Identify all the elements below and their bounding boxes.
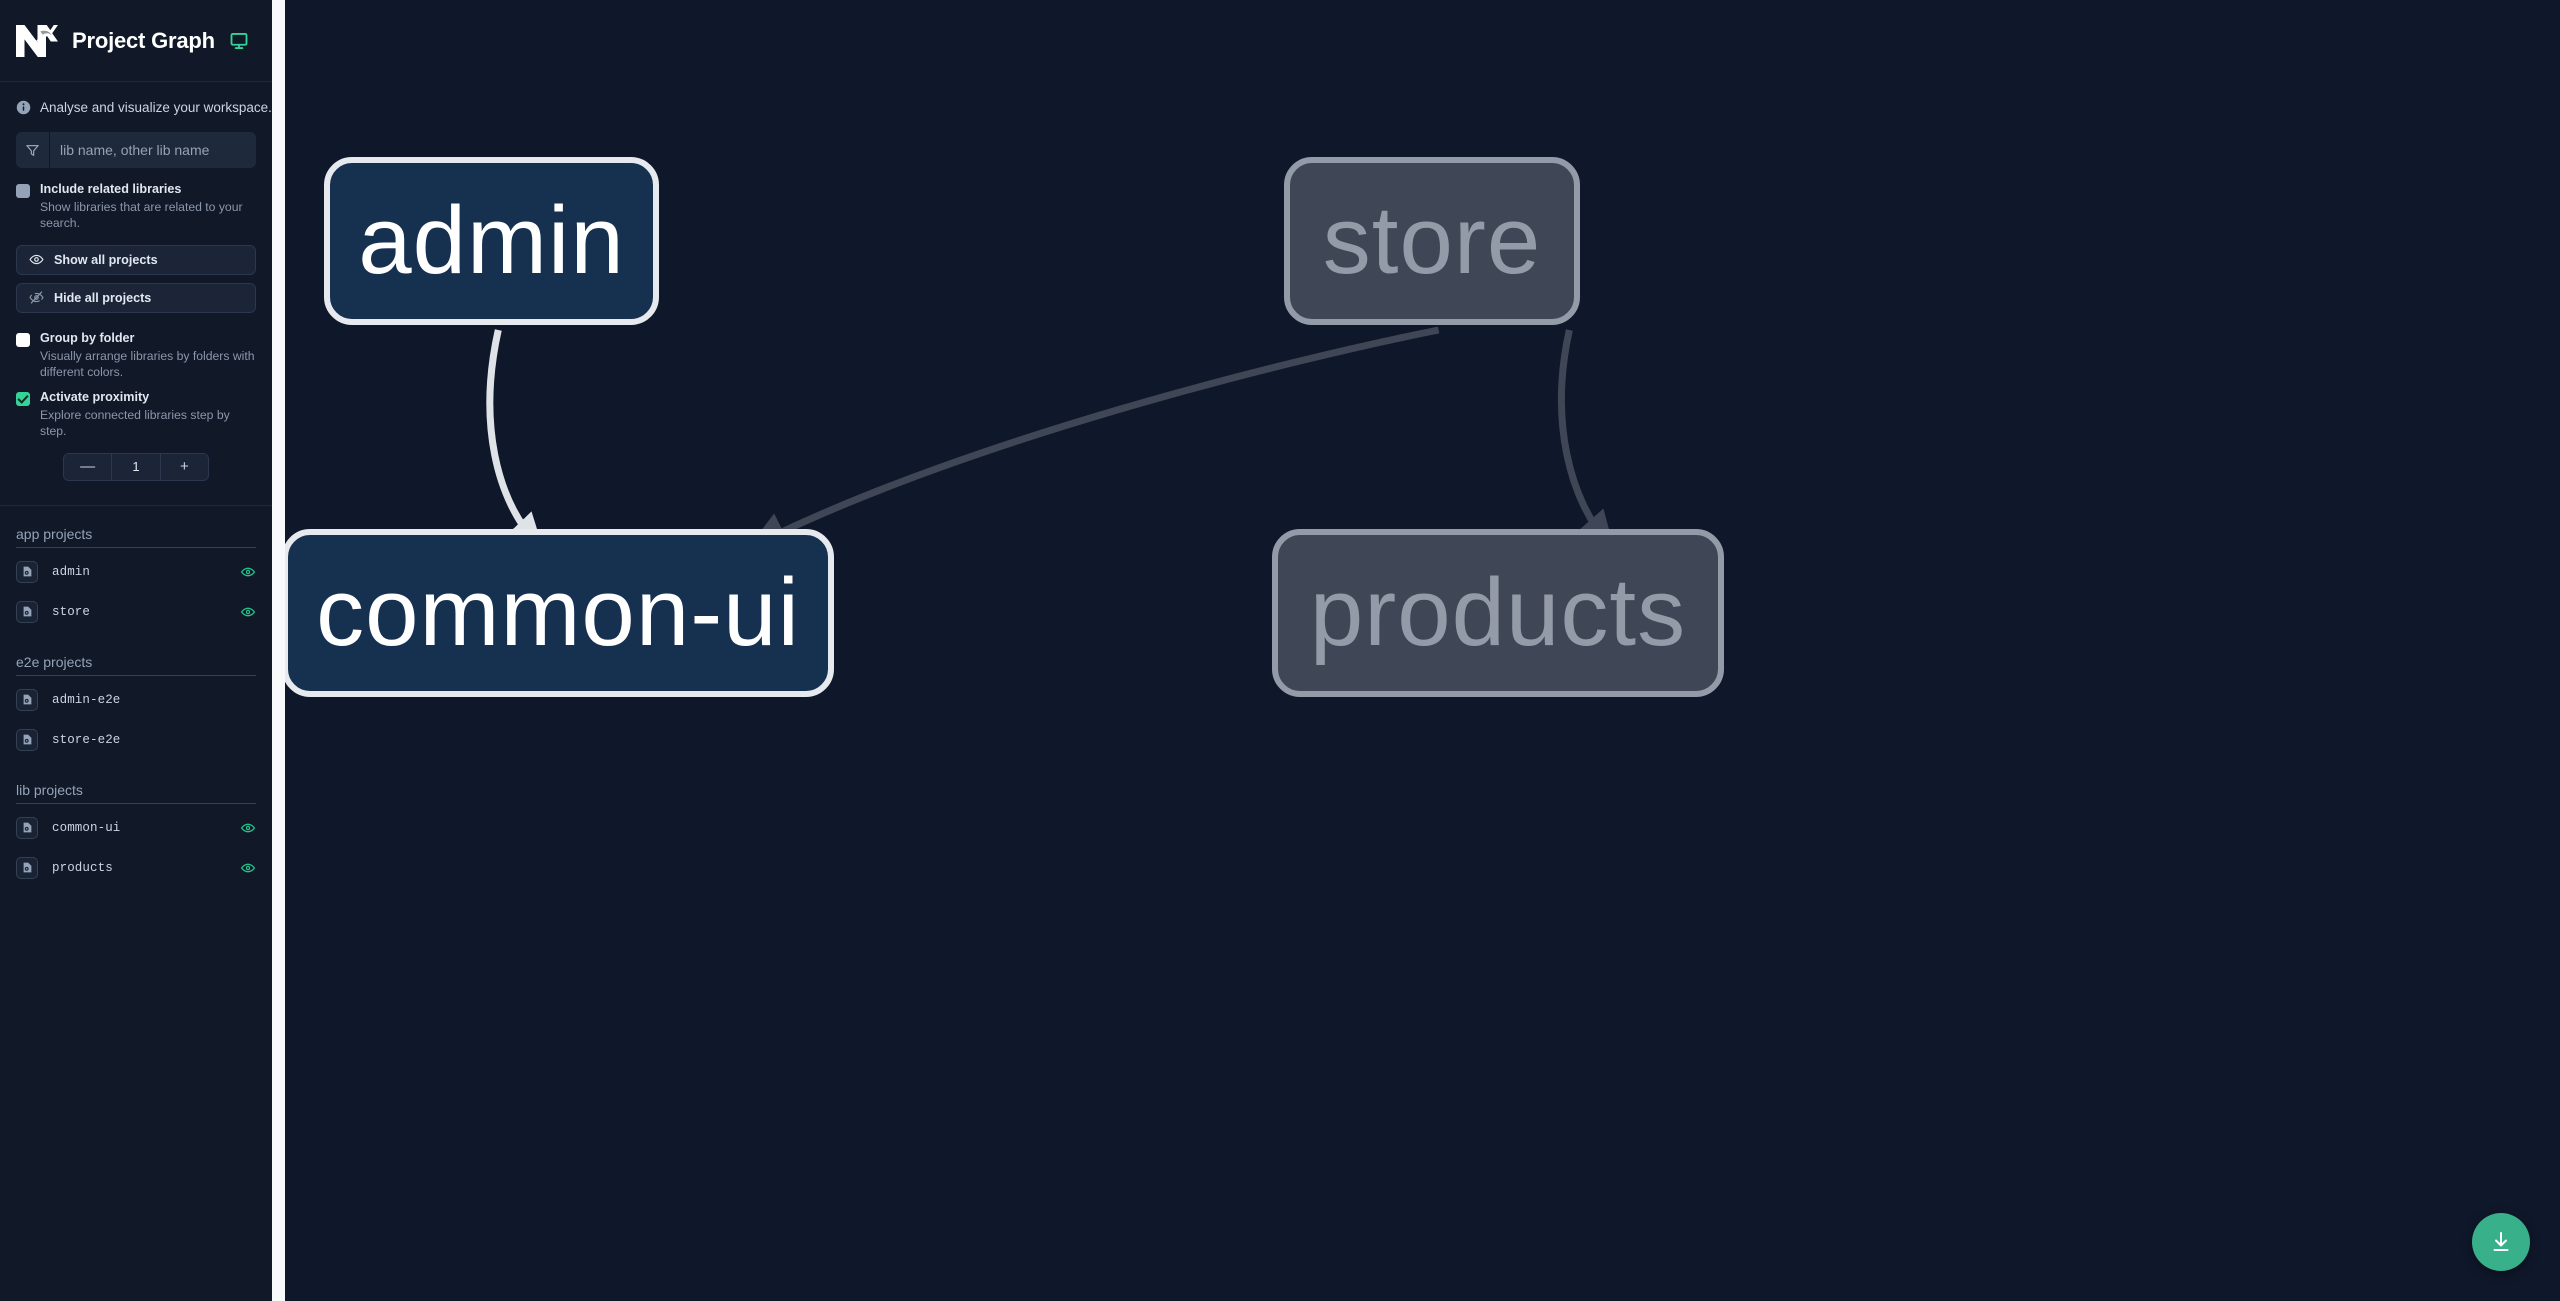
visibility-toggle-placeholder [240,732,256,748]
project-file-icon [16,600,38,623]
project-file-icon [16,688,38,711]
project-name: products [52,860,113,875]
tagline-row: Analyse and visualize your workspace. [0,82,272,115]
list-item[interactable]: products [0,848,272,888]
show-all-projects-label: Show all projects [54,252,158,267]
graph-node-products[interactable]: products [1272,529,1724,697]
list-item[interactable]: store-e2e [0,720,272,760]
group-rule [16,674,256,676]
group-heading: app projects [16,525,93,542]
project-group-e2e: e2e projects admin-e2e [0,654,272,760]
option-title: Group by folder [40,330,135,345]
project-name: store [52,604,91,619]
visibility-toggle-icon[interactable] [240,820,256,836]
sidebar-resize-handle[interactable] [272,0,285,1301]
project-name: admin-e2e [52,692,121,707]
eye-icon [29,252,44,267]
graph-node-store[interactable]: store [1284,157,1580,325]
tagline-text: Analyse and visualize your workspace. [40,100,272,115]
graph-canvas[interactable]: admin store common-ui products [272,0,2560,1301]
visibility-toggle-placeholder [240,692,256,708]
search-input[interactable] [50,132,256,168]
graph-node-label: admin [358,187,625,294]
sidebar-header: Project Graph [0,0,272,82]
info-icon [16,100,31,115]
eye-slash-icon [29,290,44,305]
project-file-icon [16,560,38,583]
graph-node-label: products [1309,559,1687,666]
sidebar-divider [0,504,272,506]
visibility-toggle-icon[interactable] [240,564,256,580]
show-all-projects-button[interactable]: Show all projects [16,244,256,275]
include-related-libraries-option[interactable]: Include related libraries Show libraries… [0,168,272,231]
project-group-app: app projects admin [0,526,272,632]
list-item[interactable]: store [0,592,272,632]
page-title: Project Graph [72,27,215,53]
project-file-icon [16,856,38,879]
project-name: store-e2e [52,732,121,747]
include-related-libraries-checkbox[interactable] [16,184,30,198]
option-title: Activate proximity [40,389,150,404]
list-item[interactable]: common-ui [0,808,272,848]
nx-logo-icon [14,21,58,61]
option-description: Explore connected libraries step by step… [40,407,230,438]
proximity-increment-button[interactable]: + [160,453,208,480]
edge-admin-to-common-ui [486,329,544,551]
list-item[interactable]: admin [0,552,272,592]
hide-all-projects-button[interactable]: Hide all projects [16,282,256,313]
edge-store-to-products [1557,329,1615,551]
graph-node-label: store [1322,187,1542,294]
proximity-value: 1 [111,453,161,480]
filter-funnel-icon[interactable] [16,132,50,168]
option-description: Show libraries that are related to your … [40,199,243,230]
project-name: common-ui [52,820,121,835]
activate-proximity-checkbox[interactable] [16,391,30,406]
proximity-stepper[interactable]: — 1 + [63,452,209,481]
hide-all-projects-label: Hide all projects [54,290,152,305]
visibility-toggle-icon[interactable] [240,860,256,876]
edge-store-to-common-ui [747,326,1440,549]
sidebar: Project Graph Analyse and visualize your… [0,0,272,1301]
graph-node-admin[interactable]: admin [324,157,659,325]
graph-node-label: common-ui [316,559,800,666]
proximity-decrement-button[interactable]: — [64,453,112,480]
graph-node-common-ui[interactable]: common-ui [282,529,834,697]
option-description: Visually arrange libraries by folders wi… [40,348,255,379]
list-item[interactable]: admin-e2e [0,680,272,720]
search-box[interactable] [16,132,256,168]
project-name: admin [52,564,91,579]
group-heading: lib projects [16,781,83,798]
download-icon [2489,1230,2513,1254]
project-file-icon [16,816,38,839]
monitor-icon[interactable] [229,31,249,51]
visibility-toggle-icon[interactable] [240,604,256,620]
project-list[interactable]: app projects admin [0,506,272,1301]
project-file-icon [16,728,38,751]
search-wrapper [0,115,272,168]
option-title: Include related libraries [40,182,182,196]
project-group-lib: lib projects common-ui [0,782,272,888]
group-rule [16,546,256,548]
group-rule [16,802,256,804]
group-by-folder-option[interactable]: Group by folder Visually arrange librari… [0,313,272,380]
download-image-button[interactable] [2472,1213,2530,1271]
activate-proximity-option[interactable]: Activate proximity Explore connected lib… [0,380,272,439]
group-heading: e2e projects [16,653,93,670]
visibility-buttons: Show all projects Hide all projects [0,231,272,313]
group-by-folder-checkbox[interactable] [16,332,30,347]
graph-edges [486,326,1615,551]
